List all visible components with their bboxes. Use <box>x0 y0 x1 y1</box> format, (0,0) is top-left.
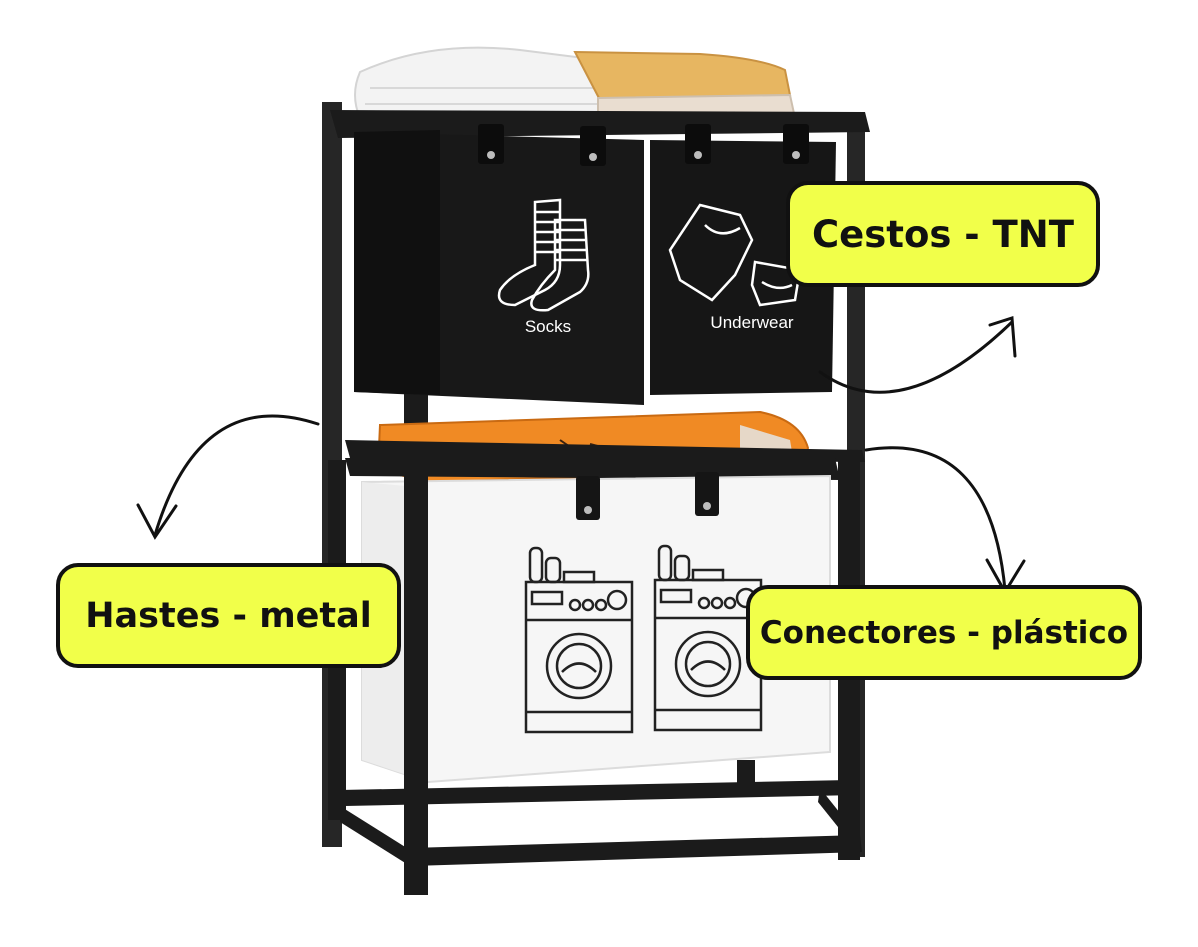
callout-cestos-text: Cestos - TNT <box>812 212 1074 256</box>
washing-machine-icon <box>653 544 763 732</box>
washing-machine-icon <box>524 546 634 734</box>
underwear-print-label: Underwear <box>710 313 793 332</box>
basket-clip <box>478 124 606 166</box>
socks-print-label: Socks <box>525 317 571 336</box>
basket-clip <box>685 124 809 164</box>
callout-hastes-text: Hastes - metal <box>85 595 372 636</box>
callout-conectores-text: Conectores - plástico <box>759 614 1129 651</box>
arrow-to-cestos <box>818 320 1014 394</box>
basket-socks: Socks <box>354 124 644 405</box>
arrow-to-hastes <box>153 414 320 537</box>
callout-backgrounds <box>58 183 1140 678</box>
folded-clothes-top <box>354 46 797 124</box>
callout-cestos: Cestos - TNT <box>786 181 1100 287</box>
rack-base <box>328 460 862 895</box>
basket-clip <box>576 472 719 520</box>
callout-hastes: Hastes - metal <box>56 563 401 668</box>
socks-icon <box>497 198 590 312</box>
callout-conectores: Conectores - plástico <box>746 585 1142 680</box>
arrow-to-conectores <box>864 446 1007 592</box>
